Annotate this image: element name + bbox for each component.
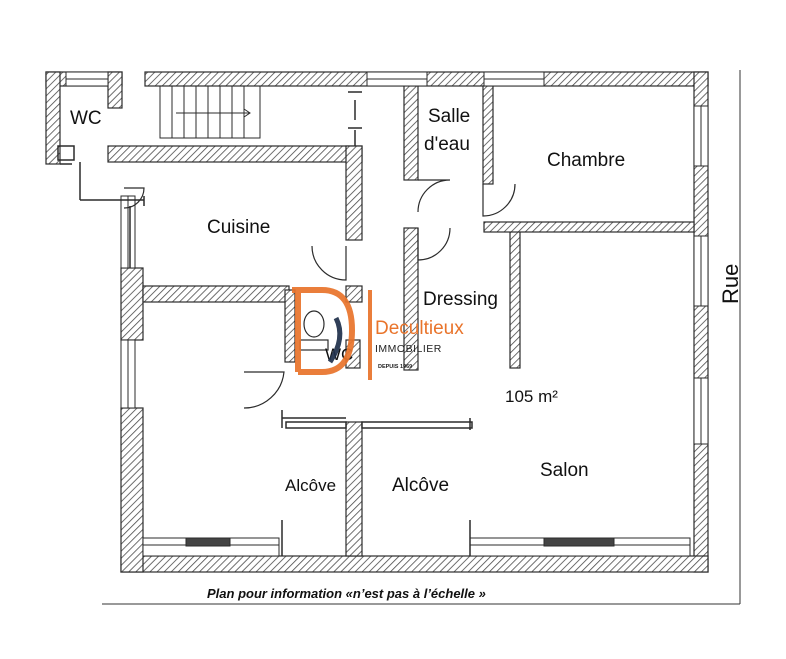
room-label-wc-top: WC [70, 108, 102, 129]
room-label-salle-line2: d'eau [424, 134, 470, 155]
partitions [57, 91, 473, 556]
area-label: 105 m² [505, 387, 558, 406]
room-label-salle-line1: Salle [428, 106, 470, 127]
room-label-alcove-right: Alcôve [392, 475, 449, 496]
windows [65, 71, 709, 557]
watermark-logo: Decultieux IMMOBILIER DEPUIS 1969 [292, 287, 464, 380]
room-label-cuisine: Cuisine [207, 217, 270, 238]
room-label-alcove-left: Alcôve [285, 476, 336, 495]
exterior-walls [45, 71, 709, 573]
page-frame [102, 70, 741, 605]
wc-fixture [299, 310, 329, 351]
logo-since: DEPUIS 1969 [378, 364, 412, 370]
room-label-salon: Salon [540, 460, 589, 481]
room-label-dressing: Dressing [423, 289, 498, 310]
staircase [159, 85, 261, 139]
footer-note: Plan pour information «n’est pas à l’éch… [207, 586, 486, 601]
logo-brand: Decultieux [375, 318, 464, 339]
logo-monogram-icon [292, 287, 372, 380]
room-label-chambre: Chambre [547, 150, 625, 171]
street-label: Rue [718, 264, 743, 304]
logo-subtitle: IMMOBILIER [375, 343, 442, 355]
doors [123, 179, 516, 409]
